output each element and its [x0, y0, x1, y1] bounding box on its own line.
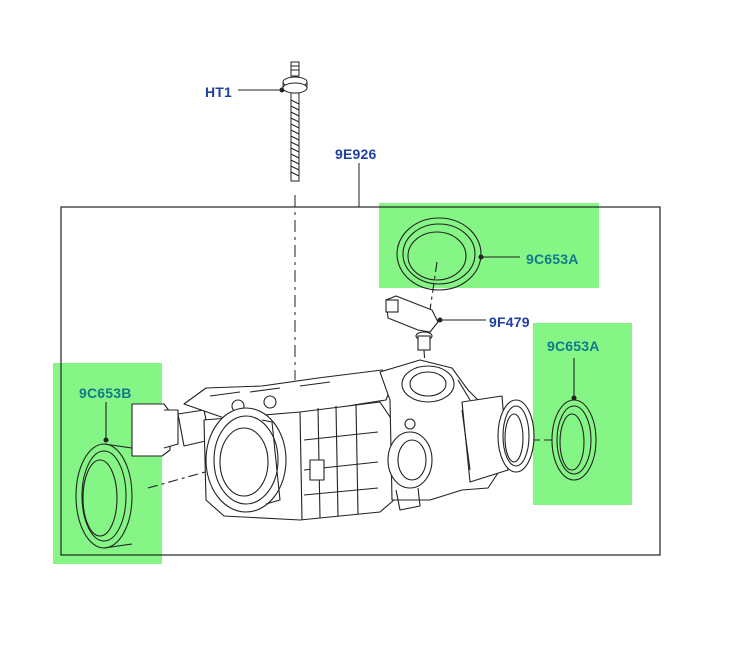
- seal-ring-right: [520, 358, 597, 481]
- label-9e926: 9E926: [335, 146, 376, 162]
- bolt-stud: [238, 61, 308, 380]
- sensor: [385, 295, 486, 381]
- highlight-seal-right: [533, 323, 632, 505]
- label-9c653b: 9C653B: [79, 385, 132, 401]
- label-9f479: 9F479: [489, 314, 530, 330]
- highlight-seal-top: [379, 203, 599, 288]
- seal-ring-top: [396, 217, 520, 311]
- assembly-frame: [60, 206, 661, 556]
- label-9c653a-right: 9C653A: [547, 338, 600, 354]
- label-9c653a-top: 9C653A: [526, 251, 579, 267]
- label-ht1: HT1: [205, 84, 232, 100]
- throttle-body: [131, 359, 535, 521]
